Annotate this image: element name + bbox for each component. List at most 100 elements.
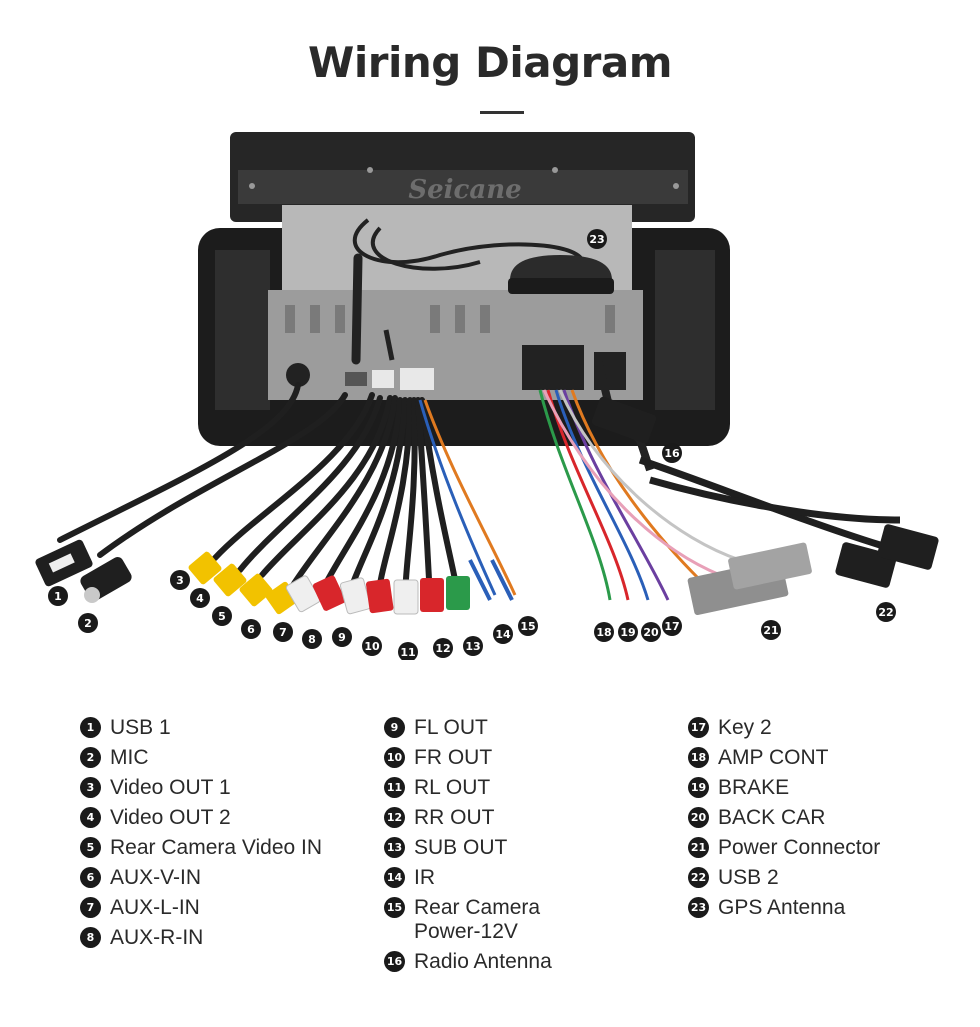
marker-number: 21 bbox=[763, 624, 778, 637]
legend-badge: 22 bbox=[688, 867, 709, 888]
marker-badge bbox=[594, 622, 614, 642]
legend-badge: 15 bbox=[384, 897, 405, 918]
marker-number: 10 bbox=[364, 640, 380, 653]
legend-badge: 23 bbox=[688, 897, 709, 918]
marker-number: 12 bbox=[435, 642, 450, 655]
legend-label: USB 2 bbox=[718, 866, 779, 889]
legend-badge: 14 bbox=[384, 867, 405, 888]
marker-number: 23 bbox=[589, 233, 604, 246]
legend-badge: 11 bbox=[384, 777, 405, 798]
marker-8: 8 bbox=[302, 629, 322, 649]
marker-4: 4 bbox=[190, 588, 210, 608]
marker-badge bbox=[618, 622, 638, 642]
marker-16: 16 bbox=[662, 443, 682, 463]
marker-number: 8 bbox=[308, 633, 316, 646]
legend-item: 21 Power Connector bbox=[688, 836, 880, 860]
marker-10: 10 bbox=[362, 636, 382, 656]
legend-label: GPS Antenna bbox=[718, 896, 846, 919]
power-connector bbox=[687, 542, 812, 616]
marker-badge bbox=[433, 638, 453, 658]
legend-label: SUB OUT bbox=[414, 836, 508, 859]
legend-badge: 10 bbox=[384, 747, 405, 768]
marker-badge bbox=[641, 622, 661, 642]
legend-label: AUX-V-IN bbox=[110, 866, 202, 889]
marker-number: 19 bbox=[620, 626, 635, 639]
head-unit: Seicane bbox=[198, 132, 730, 446]
marker-20: 20 bbox=[641, 622, 661, 642]
marker-14: 14 bbox=[493, 624, 513, 644]
legend-badge: 1 bbox=[80, 717, 101, 738]
marker-badge bbox=[362, 636, 382, 656]
legend-label: BACK CAR bbox=[718, 806, 826, 829]
marker-number: 17 bbox=[664, 620, 679, 633]
marker-12: 12 bbox=[433, 638, 453, 658]
marker-number: 5 bbox=[218, 610, 226, 623]
marker-number: 14 bbox=[495, 628, 511, 641]
legend-label: AUX-R-IN bbox=[110, 926, 204, 949]
title-underline bbox=[480, 111, 524, 114]
legend-badge: 5 bbox=[80, 837, 101, 858]
legend-item: 18 AMP CONT bbox=[688, 746, 880, 770]
legend-badge: 18 bbox=[688, 747, 709, 768]
legend-badge: 9 bbox=[384, 717, 405, 738]
marker-18: 18 bbox=[594, 622, 614, 642]
marker-number: 22 bbox=[878, 606, 893, 619]
legend-label: AMP CONT bbox=[718, 746, 829, 769]
marker-19: 19 bbox=[618, 622, 638, 642]
legend-badge: 16 bbox=[384, 951, 405, 972]
page-title: Wiring Diagram bbox=[308, 38, 672, 87]
mic-connector bbox=[80, 557, 132, 603]
legend-badge: 7 bbox=[80, 897, 101, 918]
marker-badge bbox=[761, 620, 781, 640]
legend-badge: 21 bbox=[688, 837, 709, 858]
marker-badge bbox=[302, 629, 322, 649]
legend-badge: 6 bbox=[80, 867, 101, 888]
marker-badge bbox=[493, 624, 513, 644]
legend-label: RR OUT bbox=[414, 806, 495, 829]
marker-number: 3 bbox=[176, 574, 184, 587]
legend-label: Rear Camera Power-12V bbox=[414, 896, 541, 943]
legend-label: Power Connector bbox=[718, 836, 881, 859]
marker-number: 4 bbox=[196, 592, 204, 605]
marker-number: 11 bbox=[400, 646, 415, 659]
marker-5: 5 bbox=[212, 606, 232, 626]
legend-item: 17 Key 2 bbox=[688, 716, 880, 740]
marker-badge bbox=[241, 619, 261, 639]
legend-item: 15 Rear Camera Power-12V bbox=[384, 896, 552, 944]
legend-item: 6 AUX-V-IN bbox=[80, 866, 322, 890]
legend-label: Key 2 bbox=[718, 716, 772, 739]
marker-number: 2 bbox=[84, 617, 92, 630]
legend-badge: 19 bbox=[688, 777, 709, 798]
right-harness bbox=[538, 389, 741, 601]
brand-logo: Seicane bbox=[408, 175, 521, 205]
legend-item: 9 FL OUT bbox=[384, 716, 552, 740]
marker-badge bbox=[587, 229, 607, 249]
marker-7: 7 bbox=[273, 622, 293, 642]
wiring-diagram: Seicane bbox=[35, 132, 939, 660]
marker-23: 23 bbox=[587, 229, 607, 249]
legend-badge: 2 bbox=[80, 747, 101, 768]
legend-item: 12 RR OUT bbox=[384, 806, 552, 830]
marker-badge bbox=[662, 616, 682, 636]
usb1-connector bbox=[35, 539, 93, 587]
marker-badge bbox=[662, 443, 682, 463]
marker-badge bbox=[876, 602, 896, 622]
legend-badge: 12 bbox=[384, 807, 405, 828]
legend-badge: 4 bbox=[80, 807, 101, 828]
marker-number: 15 bbox=[520, 620, 535, 633]
legend-label: FL OUT bbox=[414, 716, 488, 739]
legend-label: Video OUT 1 bbox=[110, 776, 231, 799]
marker-number: 13 bbox=[465, 640, 480, 653]
marker-number: 6 bbox=[247, 623, 255, 636]
marker-2: 2 bbox=[78, 613, 98, 633]
legend-badge: 17 bbox=[688, 717, 709, 738]
